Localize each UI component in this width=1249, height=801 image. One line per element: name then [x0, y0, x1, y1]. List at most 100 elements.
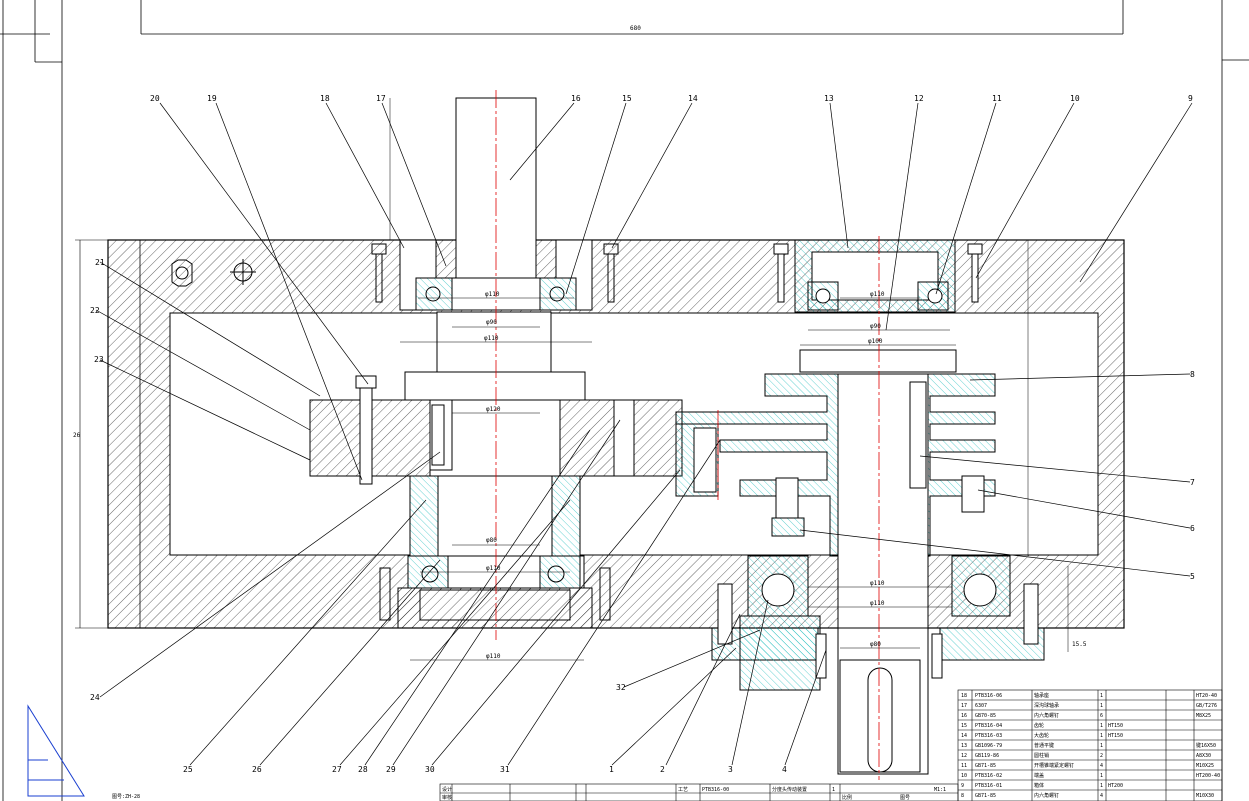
part-label: 16: [571, 94, 581, 103]
bom-qty: 1: [1100, 703, 1103, 709]
bom-qty: 1: [1100, 773, 1103, 779]
bom-code: PTB316-04: [975, 723, 1002, 729]
part-label: 4: [782, 765, 787, 774]
part-label: 23: [94, 355, 104, 364]
title-reviewer: 审核: [442, 794, 452, 801]
part-labels-left: 21 22 23: [90, 258, 105, 364]
bom-mat: HT200: [1108, 783, 1123, 789]
bom-note: M8X25: [1196, 713, 1211, 719]
part-label: 19: [207, 94, 217, 103]
part-label: 12: [914, 94, 924, 103]
bom-row: 11 GB71-85 开槽锥端紧定螺钉 4 M10X25: [961, 762, 1214, 769]
bom-name: 内六角螺钉: [1034, 792, 1059, 799]
part-label: 6: [1190, 524, 1195, 533]
bom-note: 键16X50: [1196, 742, 1216, 749]
bom-no: 18: [961, 693, 967, 699]
bom-code: PTB316-01: [975, 783, 1002, 789]
bom-no: 16: [961, 713, 967, 719]
triangle-mark-icon: [27, 704, 85, 797]
bom-no: 17: [961, 703, 967, 709]
part-label: 17: [376, 94, 386, 103]
bom-qty: 1: [1100, 783, 1103, 789]
part-label: 18: [320, 94, 330, 103]
bom-name: 普通平键: [1034, 742, 1054, 749]
part-label: 25: [183, 765, 193, 774]
overall-width-dim: 680: [630, 25, 641, 32]
part-label: 22: [90, 306, 100, 315]
part-label: 8: [1190, 370, 1195, 379]
part-labels-top: 20 19 18 17 16 15 14 13 12 11 10 9: [150, 94, 1193, 103]
bom-qty: 2: [1100, 753, 1103, 759]
bom-note: HT20-40: [1196, 693, 1217, 699]
part-label: 5: [1190, 572, 1195, 581]
bom-row: 10 PTB316-02 端盖 1 HT200-40: [961, 772, 1220, 779]
dim-phi-0: φ110: [485, 291, 500, 298]
bom-qty: 4: [1100, 793, 1103, 799]
bom-code: 6307: [975, 703, 987, 709]
bom-name: 大齿轮: [1034, 732, 1049, 739]
part-label: 1: [609, 765, 614, 774]
centerlines: [495, 90, 880, 780]
bom-row: 9 PTB316-01 箱体 1 HT200: [961, 782, 1123, 789]
height-dimension: [75, 239, 108, 629]
bom-note: HT200-40: [1196, 773, 1220, 779]
dim-bottom-right: 15.5: [1072, 641, 1087, 648]
bom-note: A8X30: [1196, 753, 1211, 759]
bom-mat: HT150: [1108, 733, 1123, 739]
height-dim-label: 26: [73, 432, 81, 439]
bom-note: M10X25: [1196, 763, 1214, 769]
bom-code: GB71-85: [975, 793, 996, 799]
part-label: 24: [90, 693, 100, 702]
dim-phi-8: φ90: [870, 323, 881, 330]
part-label: 32: [616, 683, 626, 692]
bom-row: 15 PTB316-04 齿轮 1 HT150: [961, 722, 1123, 729]
nut-icon: [171, 259, 256, 287]
dim-phi-4: φ80: [486, 537, 497, 544]
part-label: 10: [1070, 94, 1080, 103]
bom-code: GB1096-79: [975, 743, 1002, 749]
title-drawing-no: 图号: [900, 795, 910, 801]
part-label: 7: [1190, 478, 1195, 487]
part-label: 29: [386, 765, 396, 774]
output-shaft-assembly: [675, 239, 1045, 775]
dim-phi-5: φ110: [486, 565, 501, 572]
bom-name: 箱体: [1034, 782, 1044, 789]
bom-name: 齿轮: [1034, 722, 1044, 729]
dim-phi-3: φ120: [486, 406, 501, 413]
bom-name: 深沟球轴承: [1034, 702, 1059, 709]
part-labels-bottom: 24 25 26 27 28 29 30 31 1 2 3 4 32: [90, 683, 787, 774]
bom-no: 11: [961, 763, 967, 769]
bom-no: 15: [961, 723, 967, 729]
bom-qty: 6: [1100, 713, 1103, 719]
diameter-labels: φ110 φ90 φ110 φ120 φ80 φ110 φ110 φ110 φ9…: [484, 291, 1087, 660]
bom-code: GB119-86: [975, 753, 999, 759]
dim-phi-12: φ80: [870, 641, 881, 648]
title-process: 工艺: [678, 787, 688, 793]
bom-row: 14 PTB316-03 大齿轮 1 HT150: [961, 732, 1123, 739]
bom-qty: 1: [1100, 693, 1103, 699]
part-label: 13: [824, 94, 834, 103]
bom-row: 18 PTB316-06 轴承座 1 HT20-40: [961, 692, 1217, 699]
part-label: 28: [358, 765, 368, 774]
bom-no: 12: [961, 753, 967, 759]
bom-code: PTB316-06: [975, 693, 1002, 699]
bom-name: 轴承座: [1034, 692, 1049, 699]
dim-phi-10: φ110: [870, 580, 885, 587]
bom-name: 圆柱销: [1034, 752, 1049, 759]
part-label: 9: [1188, 94, 1193, 103]
dim-phi-1: φ90: [486, 319, 497, 326]
bom-qty: 4: [1100, 763, 1103, 769]
bom-table: [957, 689, 1223, 801]
part-label: 15: [622, 94, 632, 103]
bom-code: GB71-85: [975, 763, 996, 769]
part-label: 2: [660, 765, 665, 774]
bom-row: 17 6307 深沟球轴承 1 GB/T276: [961, 702, 1217, 709]
bom-qty: 1: [1100, 743, 1103, 749]
bom-code: GB70-85: [975, 713, 996, 719]
bom-no: 14: [961, 733, 967, 739]
bom-row: 8 GB71-85 内六角螺钉 4 M10X30: [961, 792, 1214, 799]
bom-name: 开槽锥端紧定螺钉: [1034, 762, 1074, 769]
bom-note: GB/T276: [1196, 703, 1217, 709]
part-label: 27: [332, 765, 342, 774]
part-label: 21: [95, 258, 105, 267]
